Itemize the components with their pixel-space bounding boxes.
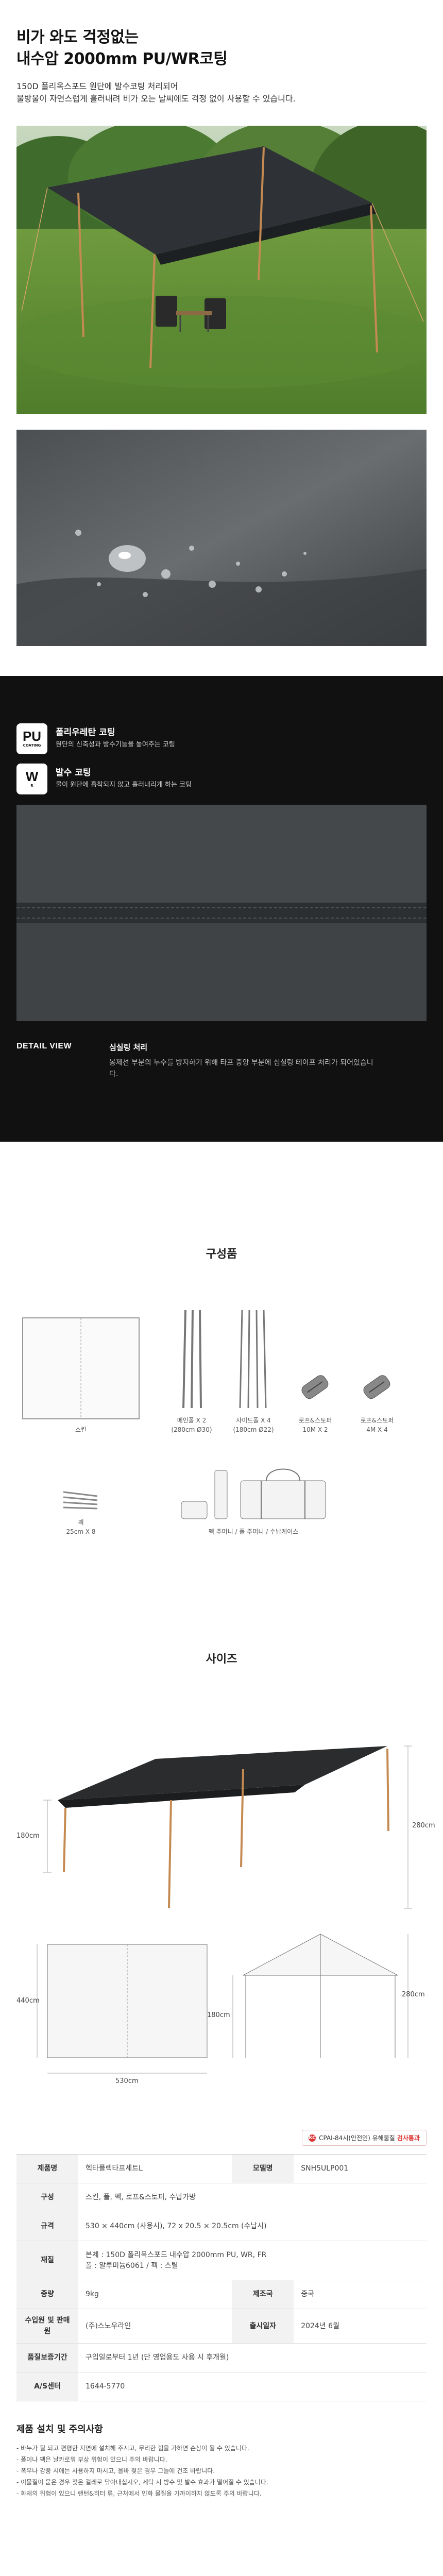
table-row: A/S센터 1644-5770: [16, 2372, 427, 2401]
table-row: 재질 본체 : 150D 폴리옥스포드 내수압 2000mm PU, WR, F…: [16, 2241, 427, 2280]
spec-value: 구입일로부터 1년 (단 영업용도 사용 시 후개월): [78, 2343, 427, 2372]
component-label: 로프&스토퍼 10M X 2: [298, 1417, 332, 1433]
component-label: 펙 25cm X 8: [66, 1519, 96, 1535]
feature-pu-coating: PU COATING 폴리우레탄 코팅 원단의 신축성과 방수기능을 높여주는 …: [16, 723, 427, 754]
title-line-1: 비가 와도 걱정없는: [16, 28, 139, 46]
notes-title: 제품 설치 및 주의사항: [16, 2424, 103, 2435]
size-diagram-views: 440cm 530cm 180cm 280cm: [16, 1924, 427, 2099]
size-section: 사이즈 180cm 280cm: [0, 1536, 443, 2099]
spec-key: 재질: [16, 2241, 78, 2280]
spec-value: 2024년 6월: [294, 2309, 427, 2344]
tarp-outdoor-photo: [16, 126, 427, 414]
feature-desc: 원단의 신축성과 방수기능을 높여주는 코팅: [56, 741, 175, 749]
spec-value: 9kg: [78, 2280, 232, 2309]
spec-table: 제품명 헥타플렉타프세트L 모델명 SNH5ULP001 구성 스킨, 폴, 펙…: [16, 2154, 427, 2401]
cert-row: KC CPAI-84시(안전인) 유해물질 검사통과: [16, 2130, 427, 2146]
components-section: 구성품 스킨 메인폴 X 2 (280cm Ø30): [0, 1142, 443, 1536]
component-side-pole: 사이드폴 X 4 (180cm Ø22): [223, 1308, 284, 1434]
component-rope-10m: 로프&스토퍼 10M X 2: [284, 1364, 346, 1434]
list-item: - 화재의 위험이 있으니 랜턴&히터 류, 근처에서 인화 물질을 가까이하지…: [16, 2490, 262, 2497]
cert-text: CPAI-84시(안전인) 유해물질: [319, 2134, 395, 2142]
desc-line-2: 물방울이 자연스럽게 흘러내려 비가 오는 날씨에도 걱정 없이 사용할 수 있…: [16, 94, 296, 104]
components-title: 구성품: [206, 1248, 237, 1261]
component-pegs: 펙 25cm X 8: [16, 1487, 145, 1536]
size-diagram-perspective: 180cm 280cm: [16, 1697, 435, 1913]
feature-desc: 물이 원단에 흡착되지 않고 흘러내리게 하는 코팅: [56, 781, 192, 789]
spec-key: 수입원 및 판매원: [16, 2309, 78, 2344]
water-repellent-icon: W R: [16, 764, 47, 794]
spec-key: 출시일자: [232, 2309, 294, 2344]
notes-section: 제품 설치 및 주의사항 - 바누가 될 되고 편평한 지면에 설치해 주시고,…: [0, 2401, 443, 2520]
kc-mark-icon: KC: [309, 2134, 316, 2142]
feature-water-repellent: W R 발수 코팅 물이 원단에 흡착되지 않고 흘러내리게 하는 코팅: [16, 764, 427, 794]
intro-section: 비가 와도 걱정없는 내수압 2000mm PU/WR코팅 150D 폴리옥스포…: [0, 0, 443, 126]
table-row: 제품명 헥타플렉타프세트L 모델명 SNH5ULP001: [16, 2154, 427, 2183]
badge-subtext: R: [30, 784, 33, 788]
component-main-pole: 메인폴 X 2 (280cm Ø30): [161, 1308, 223, 1434]
spec-value: 530 × 440cm (사용시), 72 x 20.5 × 20.5cm (수…: [78, 2212, 427, 2241]
spec-value: (주)스노우라인: [78, 2309, 232, 2344]
list-item: - 이물질이 묻은 경우 젖은 걸레로 닦아내십시오, 세탁 시 방수 및 발수…: [16, 2479, 268, 2486]
spec-key: 규격: [16, 2212, 78, 2241]
title-line-2: 내수압 2000mm PU/WR코팅: [16, 50, 228, 68]
table-row: 중량 9kg 제조국 중국: [16, 2280, 427, 2309]
component-label: 펙 주머니 / 폴 주머니 / 수납케이스: [208, 1528, 299, 1535]
side-height-label: 180cm: [16, 1832, 40, 1840]
list-item: - 폴이나 펙은 날카로워 부상 위험이 있으니 주의 바랍니다.: [16, 2456, 167, 2463]
spec-key: 제조국: [232, 2280, 294, 2309]
spec-value: SNH5ULP001: [294, 2154, 427, 2183]
spec-key: 구성: [16, 2183, 78, 2212]
floor-width-label: 530cm: [115, 2077, 139, 2085]
cert-highlight: 검사통과: [397, 2134, 420, 2142]
component-label: 로프&스토퍼 4M X 4: [360, 1417, 394, 1433]
intro-title: 비가 와도 걱정없는 내수압 2000mm PU/WR코팅: [16, 27, 427, 70]
component-label: 메인폴 X 2 (280cm Ø30): [171, 1417, 212, 1433]
component-label: 사이드폴 X 4 (180cm Ø22): [233, 1417, 274, 1433]
component-rope-4m: 로프&스토퍼 4M X 4: [346, 1364, 408, 1434]
desc-line-1: 150D 폴리옥스포드 원단에 발수코팅 처리되어: [16, 81, 178, 91]
component-label: 스킨: [75, 1426, 87, 1433]
feature-section: PU COATING 폴리우레탄 코팅 원단의 신축성과 방수기능을 높여주는 …: [0, 676, 443, 1142]
component-skin: 스킨: [16, 1317, 145, 1434]
list-item: - 바누가 될 되고 편평한 지면에 설치해 주시고, 무리한 힘을 가하면 손…: [16, 2445, 249, 2452]
detail-label: DETAIL VIEW: [16, 1042, 72, 1050]
spec-key: 중량: [16, 2280, 78, 2309]
spec-value: 헥타플렉타프세트L: [78, 2154, 232, 2183]
table-row: 품질보증기간 구입일로부터 1년 (단 영업용도 사용 시 후개월): [16, 2343, 427, 2372]
intro-description: 150D 폴리옥스포드 원단에 발수코팅 처리되어 물방울이 자연스럽게 흘러내…: [16, 80, 427, 105]
water-droplet-photo: [16, 430, 427, 646]
spec-key: 모델명: [232, 2154, 294, 2183]
spec-value: 스킨, 폴, 펙, 로프&스토퍼, 수납가방: [78, 2183, 427, 2212]
feature-title: 폴리우레탄 코팅: [56, 727, 115, 738]
table-row: 수입원 및 판매원 (주)스노우라인 출시일자 2024년 6월: [16, 2309, 427, 2344]
table-row: 규격 530 × 440cm (사용시), 72 x 20.5 × 20.5cm…: [16, 2212, 427, 2241]
spec-value: 1644-5770: [78, 2372, 427, 2401]
table-row: 구성 스킨, 폴, 펙, 로프&스토퍼, 수납가방: [16, 2183, 427, 2212]
front-side-height-label: 180cm: [207, 2011, 230, 2019]
floor-length-label: 440cm: [16, 1997, 40, 2005]
spec-value: 중국: [294, 2280, 427, 2309]
product-detail-page: 비가 와도 걱정없는 내수압 2000mm PU/WR코팅 150D 폴리옥스포…: [0, 0, 443, 2520]
spec-key: A/S센터: [16, 2372, 78, 2401]
feature-title: 발수 코팅: [56, 768, 91, 778]
detail-title: 심실링 처리: [109, 1043, 148, 1052]
size-title: 사이즈: [206, 1653, 237, 1666]
detail-view: DETAIL VIEW 심실링 처리 봉제선 부분의 누수를 방지하기 위해 타…: [16, 1042, 427, 1080]
main-height-label: 280cm: [412, 1822, 435, 1829]
badge-text: PU: [22, 728, 42, 744]
spec-key: 품질보증기간: [16, 2343, 78, 2372]
detail-desc: 봉제선 부분의 누수를 방지하기 위해 타프 중앙 부분에 심실링 테이프 처리…: [109, 1059, 373, 1078]
safety-cert-badge: KC CPAI-84시(안전인) 유해물질 검사통과: [302, 2130, 427, 2146]
seam-sealing-photo: [16, 805, 427, 1021]
list-item: - 폭우나 강풍 시에는 사용하지 마시고, 올바 젖은 경우 그늘에 건조 바…: [16, 2467, 215, 2475]
front-main-height-label: 280cm: [402, 1991, 425, 1998]
spec-key: 제품명: [16, 2154, 78, 2183]
notes-list: - 바누가 될 되고 편평한 지면에 설치해 주시고, 무리한 힘을 가하면 손…: [16, 2443, 427, 2499]
component-bags: 펙 주머니 / 폴 주머니 / 수납케이스: [161, 1460, 346, 1536]
pu-coating-icon: PU COATING: [16, 723, 47, 754]
badge-text: W: [25, 769, 39, 784]
spec-section: KC CPAI-84시(안전인) 유해물질 검사통과 제품명 헥타플렉타프세트L…: [0, 2130, 443, 2401]
badge-subtext: COATING: [23, 743, 41, 748]
spec-value: 본체 : 150D 폴리옥스포드 내수압 2000mm PU, WR, FR 폴…: [78, 2241, 427, 2280]
